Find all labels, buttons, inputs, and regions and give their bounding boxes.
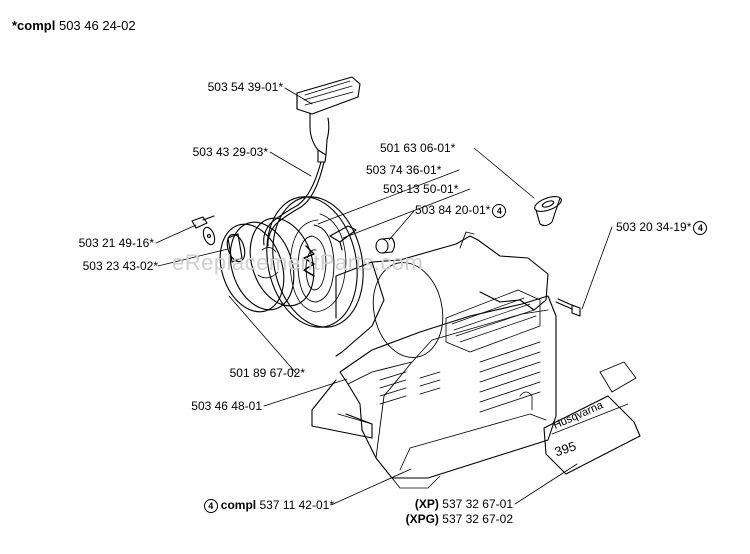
grommet [534, 196, 562, 227]
note-4-marker: 4 [203, 499, 218, 513]
callout-rope: 503 43 29-03* [192, 145, 268, 159]
spring-cassette [266, 196, 364, 328]
watermark: eReplacementParts.com [172, 250, 424, 275]
assembly-title: *compl 503 46 24-02 [12, 19, 136, 33]
callout-bushing: 503 84 20-01*4 [415, 203, 507, 218]
callout-screw-right: 503 20 34-19*4 [616, 220, 708, 235]
callout-pawl: 503 13 50-01* [383, 182, 459, 196]
callout-cover-number: 537 11 42-01* [259, 498, 334, 512]
assembly-title-prefix: *compl [12, 18, 56, 33]
model-decal [543, 361, 641, 475]
starter-housing [311, 231, 557, 489]
assembly-title-number: 503 46 24-02 [58, 18, 136, 33]
callout-decal-xpg-tag: (XPG) [405, 512, 439, 526]
callout-spring-cassette: 503 74 36-01* [366, 163, 442, 177]
starter-handle [296, 76, 361, 163]
callout-decal-xp-tag: (XP) [414, 497, 439, 511]
callout-bushing-number: 503 84 20-01* [415, 203, 491, 217]
callout-decal-xp-number: 537 32 67-01 [442, 497, 513, 511]
callout-screw-right-number: 503 20 34-19* [616, 220, 692, 234]
starter-pawl [329, 225, 357, 251]
callout-housing: 503 46 48-01 [191, 399, 262, 413]
callout-decal-xpg-number: 537 32 67-02 [442, 512, 513, 526]
bushing [375, 237, 396, 254]
callout-cover-prefix: compl [220, 498, 257, 512]
callout-decal-xp: (XP) 537 32 67-01 [415, 497, 513, 511]
starter-rope [263, 161, 325, 247]
callout-pulley: 501 89 67-02* [229, 366, 305, 380]
callout-screw-left: 503 21 49-16* [78, 236, 154, 250]
callout-decal-xpg: (XPG) 537 32 67-02 [406, 512, 513, 526]
callout-handle: 503 54 39-01* [207, 80, 283, 94]
leader-lines [155, 87, 613, 506]
callout-washer: 503 23 43-02* [82, 259, 158, 273]
note-4-marker: 4 [693, 221, 708, 235]
screw-washer-left [191, 215, 216, 246]
note-4-marker: 4 [492, 204, 507, 218]
screw-right [555, 298, 581, 317]
callout-grommet: 501 63 06-01* [380, 141, 456, 155]
